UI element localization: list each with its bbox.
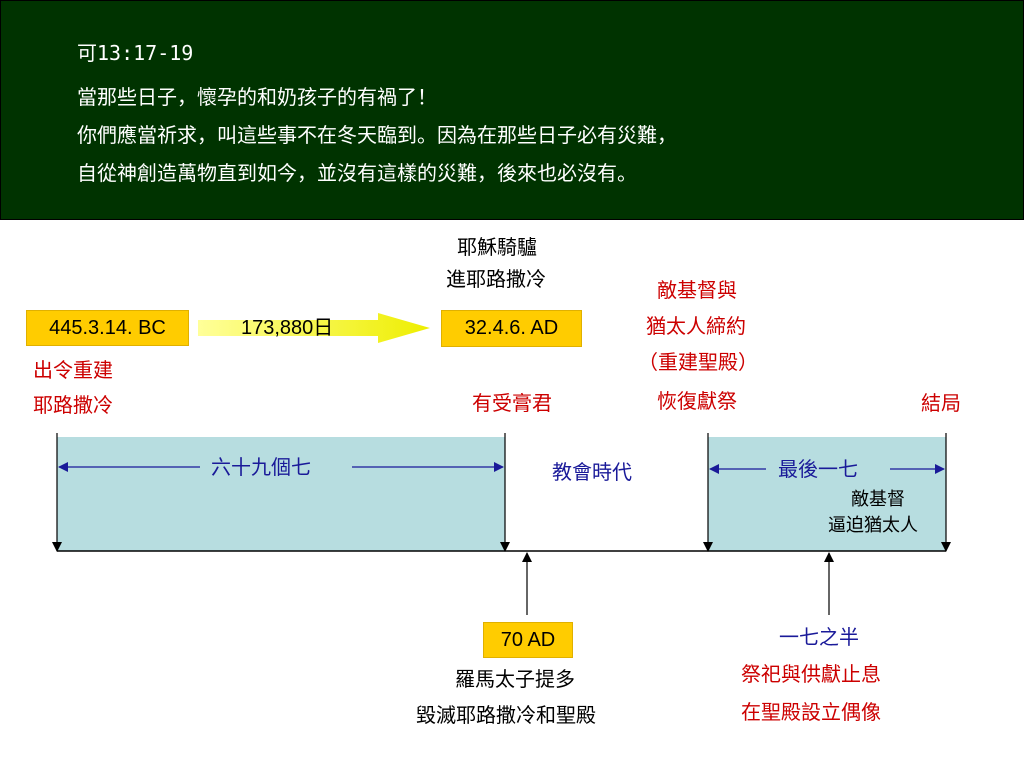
last-week-label: 最後一七: [778, 457, 858, 481]
destruction-event-line-2: 毀滅耶路撒冷和聖殿: [416, 703, 596, 727]
covenant-line-3: （重建聖殿）: [638, 350, 758, 374]
sixty-nine-weeks-label: 六十九個七: [211, 455, 311, 479]
sixty-nine-weeks-panel: [57, 437, 505, 551]
last-week-panel: [708, 437, 946, 551]
half-week-label: 一七之半: [779, 625, 859, 649]
verse-line-1: 當那些日子，懷孕的和奶孩子的有禍了！: [77, 85, 437, 109]
verse-header: 可13:17-19 當那些日子，懷孕的和奶孩子的有禍了！ 你們應當祈求，叫這些事…: [0, 0, 1024, 220]
persecution-line-1: 敵基督: [851, 489, 905, 510]
triumph-date-box: 32.4.6. AD: [441, 310, 582, 347]
triumph-event-line-2: 進耶路撒冷: [446, 267, 546, 291]
verse-reference: 可13:17-19: [77, 41, 194, 65]
end-label: 結局: [921, 391, 961, 415]
church-age-label: 教會時代: [552, 460, 632, 484]
start-date-box: 445.3.14. BC: [26, 310, 189, 346]
verse-line-2: 你們應當祈求，叫這些事不在冬天臨到。因為在那些日子必有災難，: [77, 123, 677, 147]
messiah-cut-off-label: 有受膏君: [472, 391, 552, 415]
persecution-line-2: 逼迫猶太人: [828, 515, 918, 536]
start-event-line-2: 耶路撒冷: [33, 393, 113, 417]
abomination-line-2: 在聖殿設立偶像: [741, 700, 881, 724]
covenant-line-4: 恢復獻祭: [657, 389, 737, 413]
span-arrow: [198, 313, 430, 343]
verse-line-3: 自從神創造萬物直到如今，並沒有這樣的災難，後來也必沒有。: [77, 161, 637, 185]
span-days-label: 173,880日: [241, 317, 334, 339]
triumph-event-line-1: 耶穌騎驢: [457, 235, 537, 259]
covenant-line-2: 猶太人締約: [646, 314, 746, 338]
covenant-line-1: 敵基督與: [657, 278, 737, 302]
start-event-line-1: 出令重建: [33, 358, 113, 382]
destruction-date-box: 70 AD: [483, 622, 573, 658]
destruction-event-line-1: 羅馬太子提多: [455, 667, 575, 691]
abomination-line-1: 祭祀與供獻止息: [741, 662, 881, 686]
